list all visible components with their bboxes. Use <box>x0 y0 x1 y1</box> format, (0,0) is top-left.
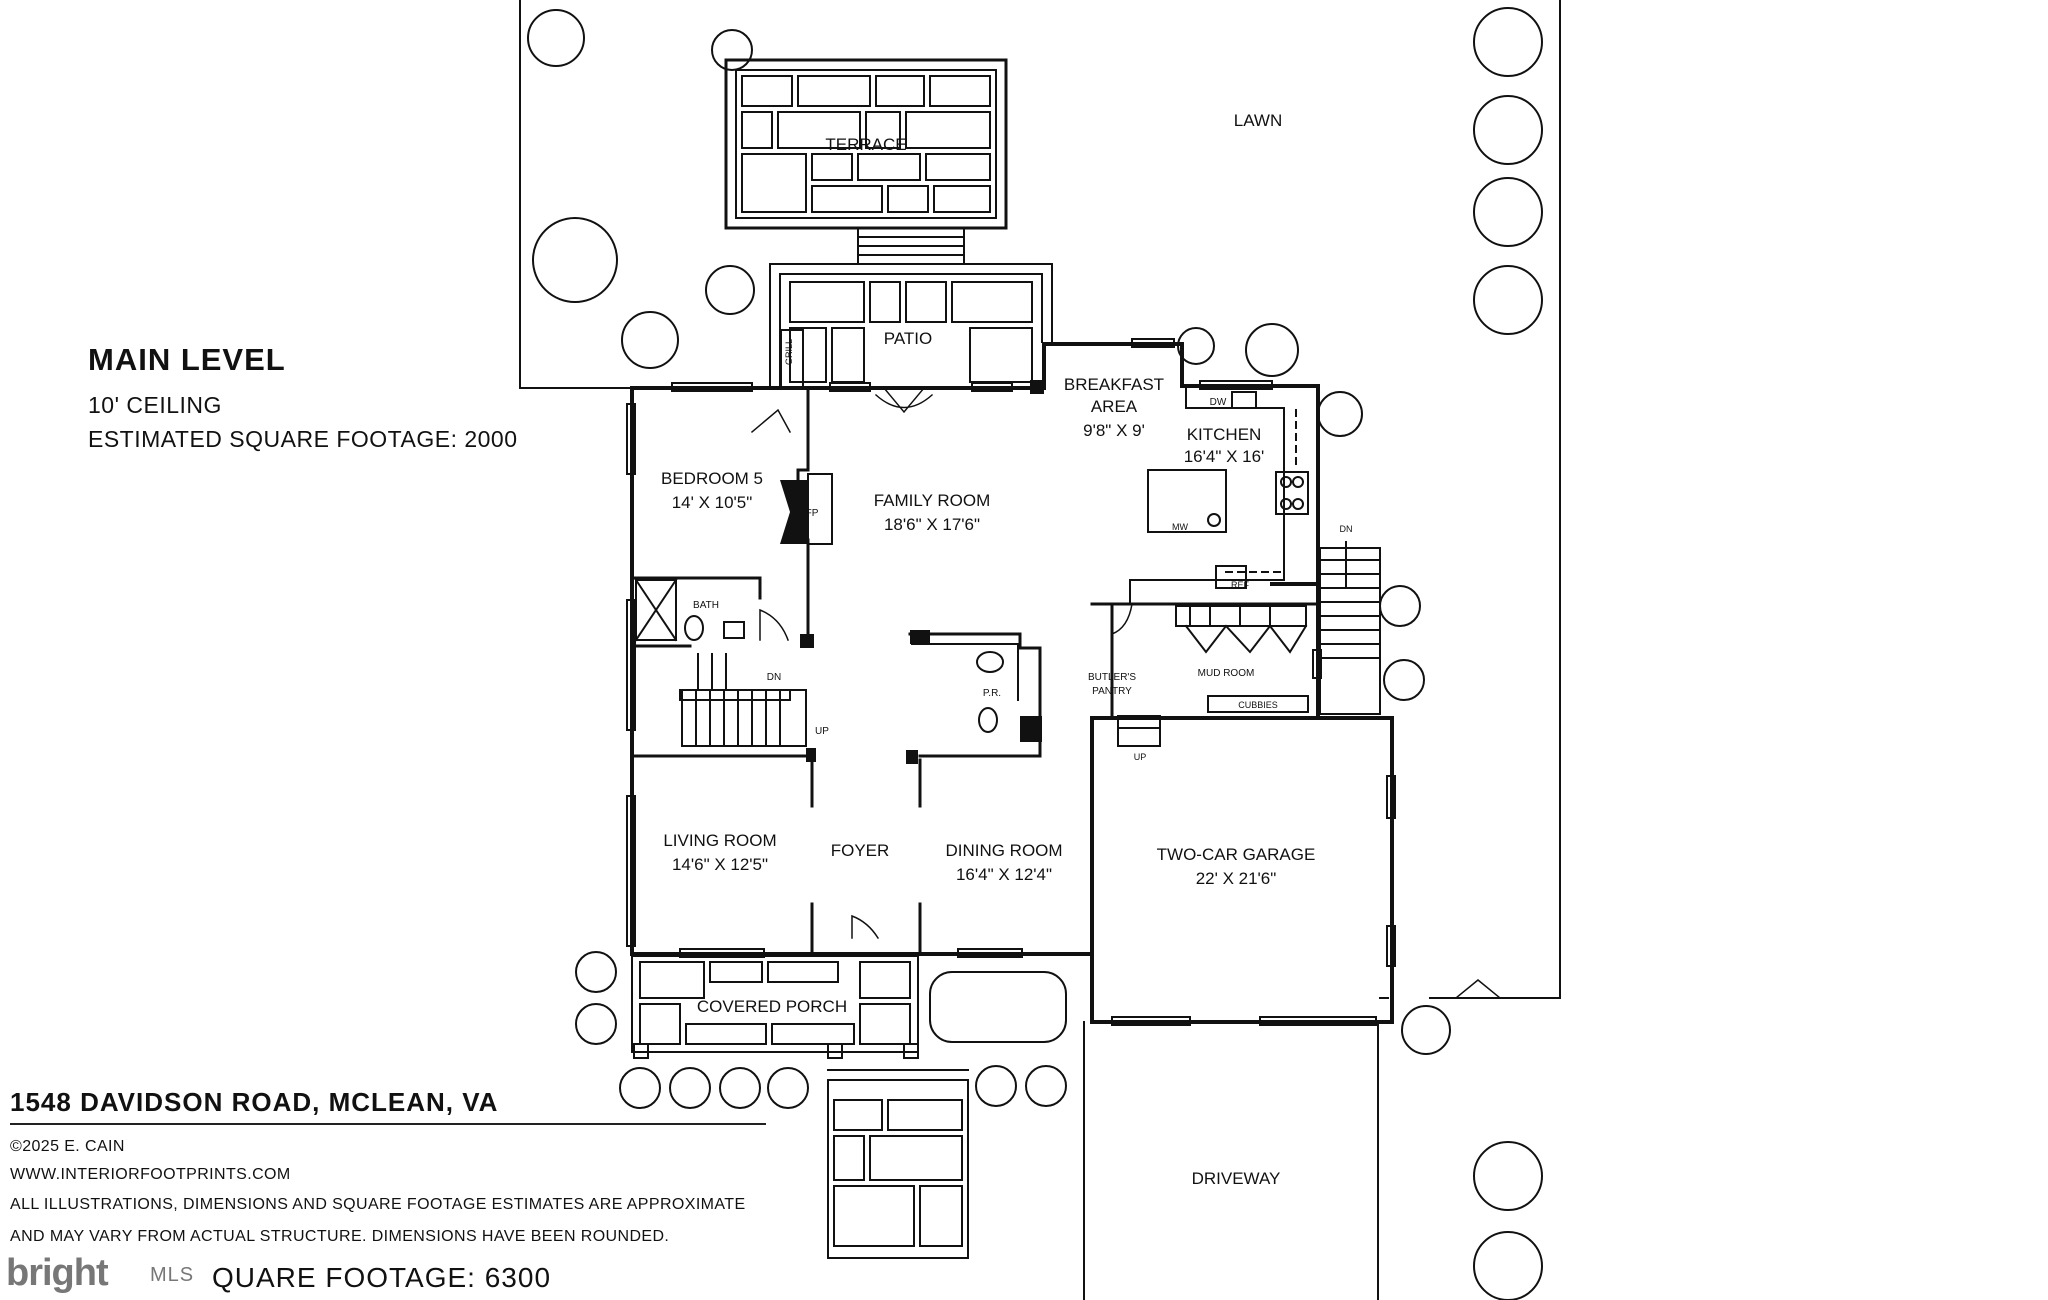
fireplace <box>807 473 833 545</box>
total-sqft: QUARE FOOTAGE: 6300 <box>212 1262 552 1293</box>
garage-label: TWO-CAR GARAGE <box>1157 845 1316 864</box>
bath-fixtures <box>634 578 745 642</box>
front-walk <box>827 1069 969 1259</box>
estimated-sqft: ESTIMATED SQUARE FOOTAGE: 2000 <box>88 426 518 452</box>
garage-dimensions: 22' X 21'6" <box>1196 869 1277 888</box>
refrigerator-label: REF <box>1231 580 1250 590</box>
trees <box>527 7 1543 1300</box>
stair-down-label: DN <box>767 672 781 683</box>
bedroom-5-label: BEDROOM 5 <box>661 469 763 488</box>
disclaimer-line-1: ALL ILLUSTRATIONS, DIMENSIONS AND SQUARE… <box>10 1196 746 1213</box>
lot-lines <box>519 0 1561 999</box>
plan-title: MAIN LEVEL <box>88 342 286 377</box>
bedroom-5-dimensions: 14' X 10'5" <box>672 493 753 512</box>
driveway-label: DRIVEWAY <box>1192 1169 1281 1188</box>
terrace-label: TERRACE <box>825 135 906 154</box>
kitchen-label: KITCHEN <box>1187 425 1262 444</box>
driveway-lines <box>1083 1021 1379 1300</box>
room-labels: LAWN TERRACE PATIO GRILL BREAKFAST AREA … <box>661 111 1353 1188</box>
exterior-stair <box>1319 541 1381 715</box>
living-room-label: LIVING ROOM <box>663 831 776 850</box>
terrace-steps <box>857 227 965 265</box>
property-address: 1548 DAVIDSON ROAD, MCLEAN, VA <box>10 1087 499 1117</box>
doors <box>750 386 1502 1000</box>
microwave-label: MW <box>1172 522 1188 532</box>
bright-mls-logo: bright MLS <box>0 1246 212 1300</box>
garage-step-up-label: UP <box>1134 752 1147 762</box>
dining-room-dimensions: 16'4" X 12'4" <box>956 865 1052 884</box>
dishwasher-label: DW <box>1210 397 1227 408</box>
planter-bed <box>929 971 1067 1043</box>
mud-room-label: MUD ROOM <box>1198 668 1255 679</box>
windows <box>626 338 1396 1026</box>
foyer-label: FOYER <box>831 841 890 860</box>
cubbies-label: CUBBIES <box>1238 700 1278 710</box>
powder-room <box>911 643 1019 733</box>
logo-brand: bright <box>6 1252 109 1294</box>
breakfast-label-2: AREA <box>1091 397 1138 416</box>
exterior-walls <box>630 342 1394 1024</box>
dining-room-label: DINING ROOM <box>945 841 1062 860</box>
wall-posts <box>780 380 1044 764</box>
mudroom-cabinets <box>1175 605 1309 713</box>
ceiling-height: 10' CEILING <box>88 392 222 418</box>
family-room-dimensions: 18'6" X 17'6" <box>884 515 980 534</box>
logo-suffix: MLS <box>150 1264 195 1286</box>
butlers-pantry-label-2: PANTRY <box>1092 686 1132 697</box>
breakfast-label: BREAKFAST <box>1064 375 1164 394</box>
website: WWW.INTERIORFOOTPRINTS.COM <box>10 1166 291 1183</box>
main-stair <box>679 653 807 747</box>
bath-label: BATH <box>693 600 719 611</box>
stair-up-label: UP <box>815 726 829 737</box>
kitchen-counters <box>1129 387 1309 605</box>
kitchen-dimensions: 16'4" X 16' <box>1184 447 1265 466</box>
powder-room-label: P.R. <box>983 688 1001 699</box>
footer-divider <box>10 1123 766 1125</box>
butlers-pantry-label: BUTLER'S <box>1088 672 1136 683</box>
fireplace-label: FP <box>806 508 819 519</box>
copyright: ©2025 E. CAIN <box>10 1138 125 1155</box>
porch-paving <box>631 955 919 1059</box>
grill-label: GRILL <box>784 339 794 365</box>
patio-paving <box>769 263 1053 389</box>
breakfast-dimensions: 9'8" X 9' <box>1083 421 1145 440</box>
lawn-label: LAWN <box>1234 111 1283 130</box>
family-room-label: FAMILY ROOM <box>874 491 991 510</box>
disclaimer-line-2: AND MAY VARY FROM ACTUAL STRUCTURE. DIME… <box>10 1228 670 1245</box>
covered-porch-label: COVERED PORCH <box>697 997 847 1016</box>
patio-label: PATIO <box>884 329 933 348</box>
exterior-stair-dn-label: DN <box>1340 524 1353 534</box>
garage-step <box>1117 715 1161 747</box>
living-room-dimensions: 14'6" X 12'5" <box>672 855 768 874</box>
